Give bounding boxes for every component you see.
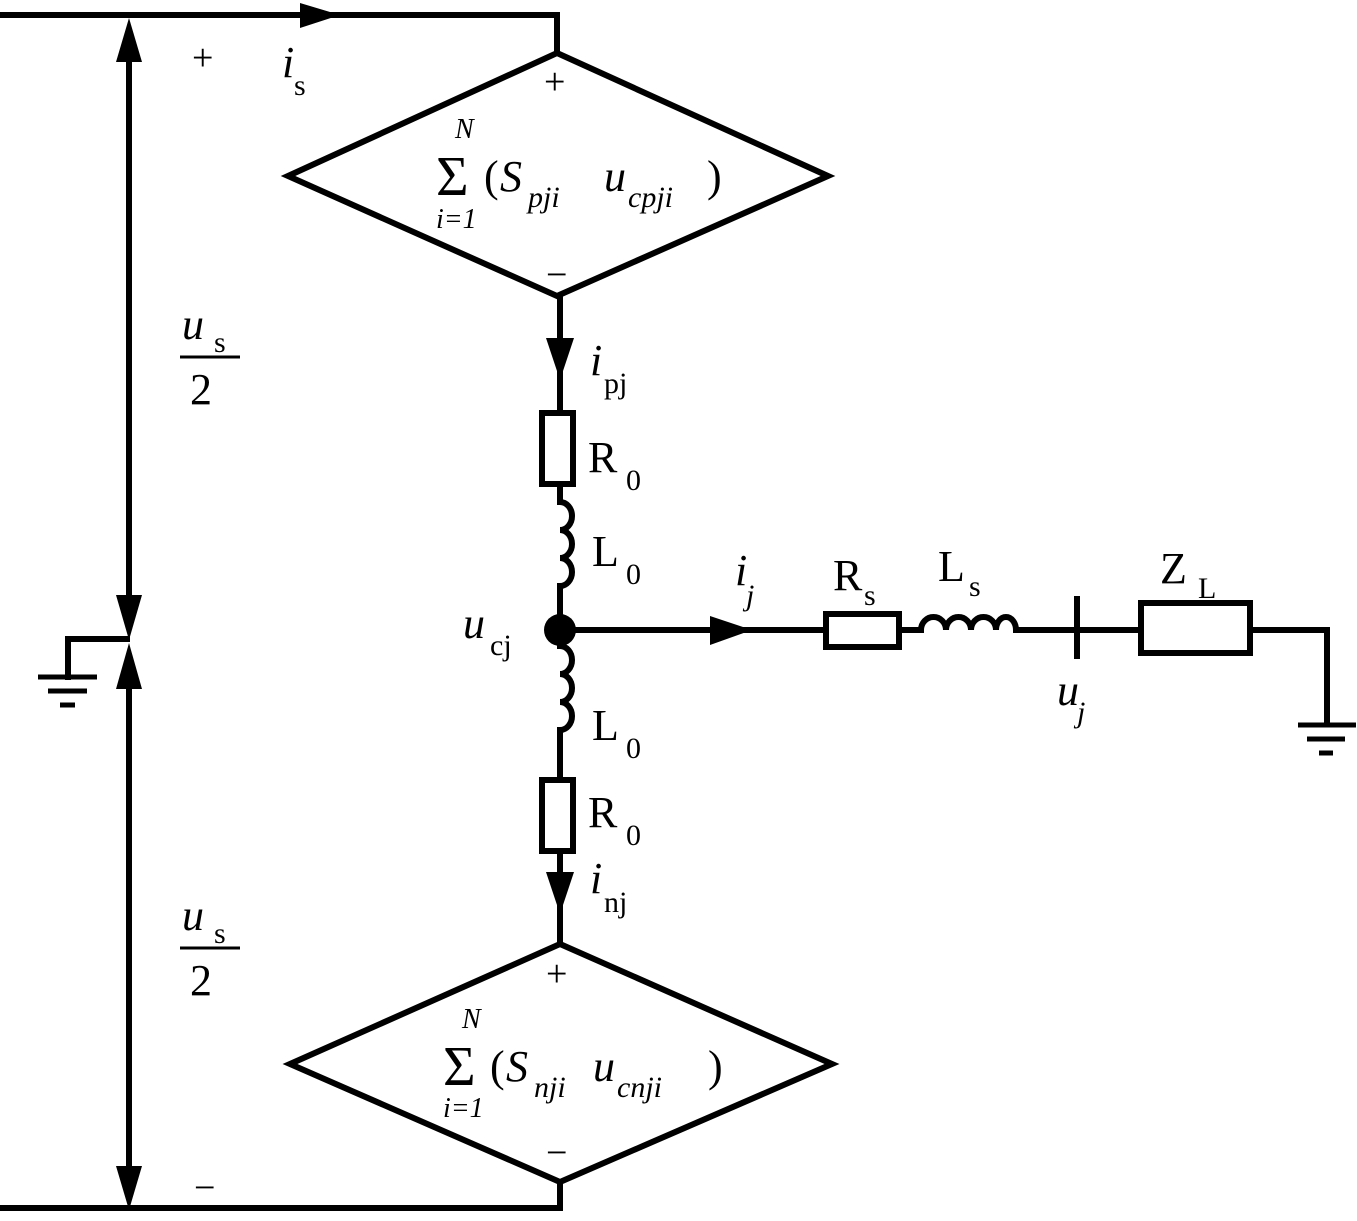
- svg-text:s: s: [294, 69, 306, 102]
- svg-text:i: i: [735, 546, 747, 595]
- ipj-label: i pj: [590, 336, 627, 400]
- top-dc-bus-wire: [0, 12, 560, 56]
- svg-text:L: L: [592, 701, 619, 750]
- ucj-label: u cj: [463, 599, 512, 662]
- svg-text:S: S: [506, 1042, 528, 1091]
- lower-source-expression: N Σ i=1 ( S nji u cnji ): [443, 1004, 723, 1124]
- svg-text:u: u: [604, 152, 626, 201]
- upper-arm-inductor-l0: [556, 498, 575, 590]
- lower-half-voltage-label: u s 2: [180, 891, 240, 1005]
- svg-text:s: s: [864, 579, 876, 612]
- ipj-arrow-icon: [546, 338, 574, 380]
- ls-label: L s: [938, 542, 981, 603]
- lower-voltage-arrowhead-down-icon: [116, 1166, 142, 1210]
- svg-text:(: (: [490, 1042, 505, 1091]
- svg-text:j: j: [742, 579, 754, 612]
- svg-text:R: R: [588, 788, 618, 837]
- output-resistor-rs: [823, 611, 902, 650]
- svg-text:cj: cj: [490, 629, 512, 662]
- svg-text:i: i: [590, 336, 602, 385]
- svg-text:pj: pj: [604, 367, 627, 400]
- lower-l0-label: L 0: [592, 701, 641, 765]
- upper-half-voltage-label: u s 2: [180, 300, 240, 414]
- inj-arrow-icon: [546, 872, 574, 914]
- upper-l0-label: L 0: [592, 527, 641, 591]
- lower-source-plus-sign: +: [546, 953, 567, 995]
- lower-source-minus-sign: −: [546, 1132, 567, 1174]
- ij-arrow-icon: [710, 616, 752, 645]
- dc-minus-sign: −: [194, 1167, 215, 1209]
- upper-voltage-arrowhead-down-icon: [116, 595, 142, 640]
- svg-text:u: u: [182, 300, 204, 349]
- uj-label: u j: [1057, 666, 1085, 729]
- svg-text:u: u: [463, 599, 485, 648]
- svg-text:s: s: [969, 570, 981, 603]
- svg-text:(: (: [484, 152, 499, 201]
- upper-source-expression: N Σ i=1 ( S pji u cpji ): [436, 114, 722, 235]
- svg-text:nj: nj: [604, 886, 627, 919]
- svg-text:pji: pji: [526, 181, 560, 214]
- svg-text:R: R: [833, 551, 863, 600]
- svg-text:Σ: Σ: [443, 1036, 476, 1098]
- output-inductor-ls: [917, 614, 1020, 634]
- svg-text:i: i: [282, 38, 294, 87]
- svg-text:0: 0: [626, 732, 641, 765]
- svg-text:i=1: i=1: [436, 204, 477, 235]
- svg-text:Z: Z: [1160, 544, 1187, 593]
- svg-text:S: S: [500, 152, 522, 201]
- svg-text:0: 0: [626, 558, 641, 591]
- load-return-wire: [1247, 627, 1330, 726]
- svg-text:N: N: [461, 1004, 482, 1035]
- lower-arm-controlled-source: [282, 940, 840, 1186]
- dc-midpoint-ground-icon: [38, 636, 130, 708]
- is-label: i s: [282, 38, 306, 102]
- svg-text:s: s: [214, 326, 226, 359]
- upper-source-plus-sign: +: [544, 61, 565, 103]
- svg-text:): ): [708, 1042, 723, 1091]
- svg-text:u: u: [593, 1042, 615, 1091]
- inj-label: i nj: [590, 854, 627, 919]
- bottom-dc-bus-wire: [0, 1179, 563, 1211]
- svg-text:R: R: [588, 433, 618, 482]
- svg-text:2: 2: [190, 365, 212, 414]
- svg-text:s: s: [214, 917, 226, 950]
- ij-label: i j: [735, 546, 754, 612]
- svg-text:): ): [707, 152, 722, 201]
- load-impedance-zl: [1138, 600, 1253, 656]
- svg-text:L: L: [592, 527, 619, 576]
- dc-plus-sign: +: [192, 37, 213, 79]
- lower-arm-resistor-r0: [539, 777, 576, 854]
- svg-text:0: 0: [626, 464, 641, 497]
- zl-label: Z L: [1160, 544, 1216, 605]
- lower-voltage-arrowhead-up-icon: [116, 643, 142, 689]
- upper-voltage-arrowhead-up-icon: [116, 18, 142, 62]
- lower-arm-inductor-l0: [556, 642, 575, 734]
- is-arrow-icon: [300, 3, 340, 28]
- svg-text:N: N: [454, 114, 475, 145]
- load-ground-icon: [1298, 722, 1356, 756]
- svg-text:L: L: [1198, 572, 1216, 605]
- lower-r0-label: R 0: [588, 788, 641, 852]
- rs-label: R s: [833, 551, 876, 612]
- upper-arm-resistor-r0: [539, 410, 576, 487]
- svg-text:cpji: cpji: [628, 181, 673, 214]
- upper-r0-label: R 0: [588, 433, 641, 497]
- svg-text:nji: nji: [534, 1071, 566, 1104]
- svg-text:u: u: [182, 891, 204, 940]
- svg-text:0: 0: [626, 819, 641, 852]
- svg-text:j: j: [1073, 696, 1085, 729]
- svg-text:u: u: [1057, 666, 1079, 715]
- svg-text:i: i: [590, 854, 602, 903]
- svg-text:2: 2: [190, 956, 212, 1005]
- svg-text:i=1: i=1: [443, 1093, 484, 1124]
- svg-text:cnji: cnji: [617, 1071, 662, 1104]
- upper-source-minus-sign: −: [546, 254, 567, 296]
- svg-text:L: L: [938, 542, 965, 591]
- svg-text:Σ: Σ: [436, 146, 469, 208]
